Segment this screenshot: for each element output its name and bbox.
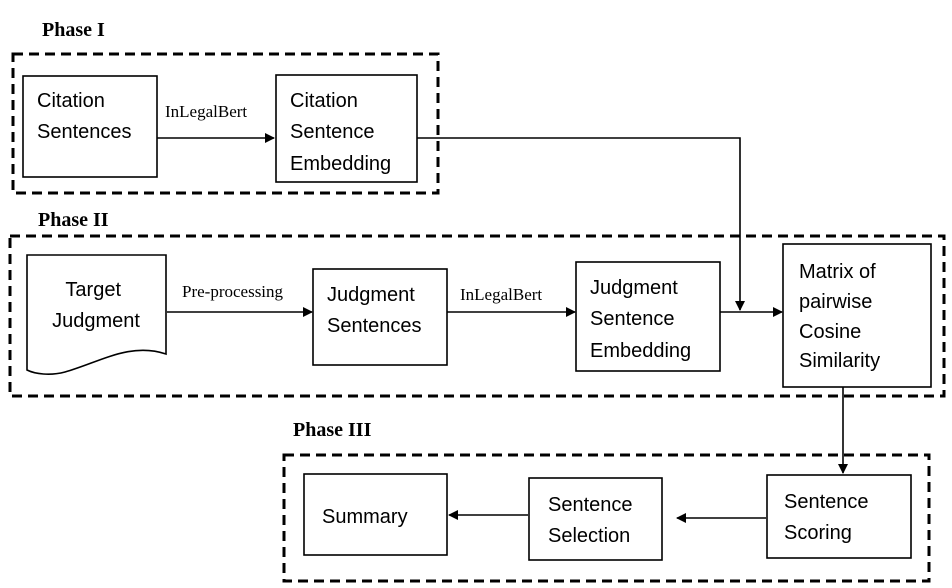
- citation-embedding-box: [275, 74, 418, 183]
- sentence-selection-box: [528, 477, 663, 561]
- phase-2-label: Phase II: [38, 209, 109, 231]
- phase-2-group: [8, 234, 946, 398]
- target-judgment-document: [26, 254, 167, 375]
- edge-label-inlegalbert-1: InLegalBert: [165, 102, 247, 121]
- citation-sentences-box: [22, 75, 158, 178]
- sentence-selection-text: Sentence Selection: [548, 494, 638, 547]
- edge-label-preprocessing: Pre-processing: [182, 282, 284, 301]
- citation-embedding-text: Citation Sentence Embedding: [290, 90, 391, 175]
- target-judgment-text: Target Judgment: [52, 279, 140, 332]
- cosine-matrix-box: [782, 243, 932, 388]
- phase-3-group: [282, 453, 931, 583]
- phase-3-label: Phase III: [293, 419, 372, 441]
- phase-1-label: Phase I: [42, 19, 105, 41]
- judgment-embedding-text: Judgment Sentence Embedding: [590, 277, 691, 362]
- edge-label-inlegalbert-2: InLegalBert: [460, 285, 542, 304]
- judgment-embedding-box: [575, 261, 721, 372]
- sentence-scoring-text: Sentence Scoring: [784, 491, 874, 544]
- judgment-sentences-box: [312, 268, 448, 366]
- judgment-sentences-text: Judgment Sentences: [327, 284, 422, 337]
- summary-text: Summary: [322, 506, 408, 528]
- phase-1-group: [11, 52, 440, 195]
- cosine-matrix-text: Matrix of pairwise Cosine Similarity: [799, 261, 881, 372]
- sentence-scoring-box: [766, 474, 912, 559]
- citation-sentences-text: Citation Sentences: [37, 90, 132, 143]
- arrow-citation-embedding-to-matrix: [417, 137, 745, 311]
- summary-box: [303, 473, 448, 556]
